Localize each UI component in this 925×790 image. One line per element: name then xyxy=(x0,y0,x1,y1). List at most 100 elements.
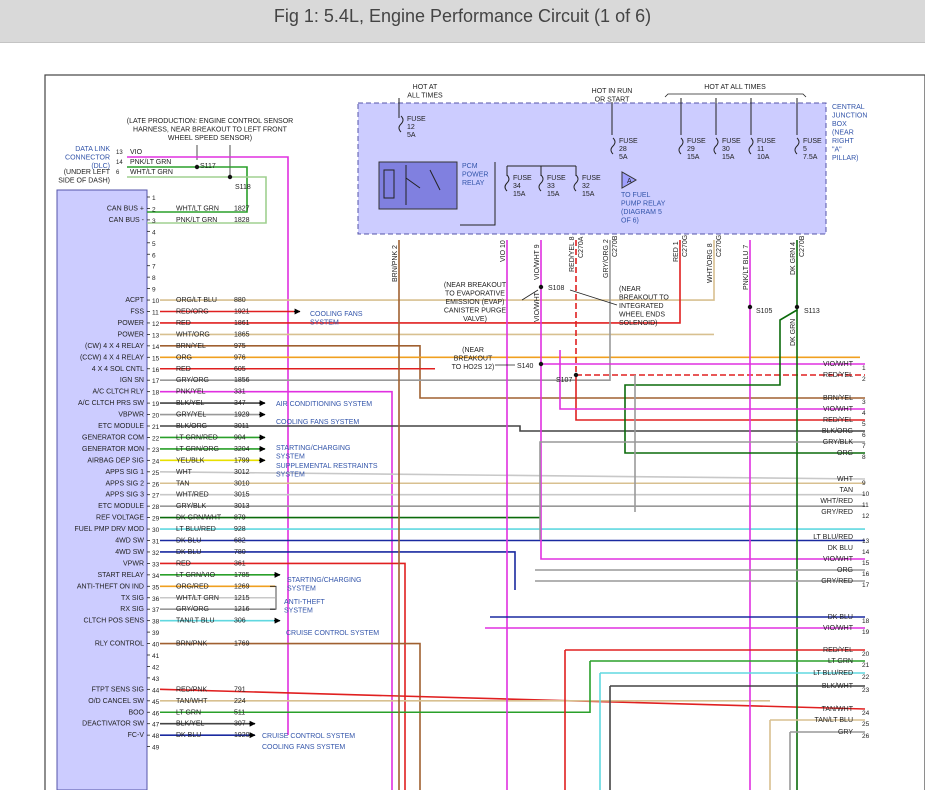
dlc-pin-number: 14 xyxy=(116,160,123,166)
splice-s117 xyxy=(194,164,200,170)
right-pin-number: 11 xyxy=(862,502,869,509)
pcm-pin-wire: LT GRN/RED xyxy=(176,434,218,441)
pcm-pin-number: 2 xyxy=(152,206,156,213)
fuse-label: FUSE xyxy=(757,138,776,145)
pcm-module-body xyxy=(56,189,148,790)
pcm-pin-circuit: 307 xyxy=(234,721,246,728)
pcm-wire-44 xyxy=(159,688,866,710)
pcm-pin-circuit: 976 xyxy=(234,354,246,361)
wire-vio-dlc xyxy=(127,156,289,735)
fuse-label: 5 xyxy=(803,146,807,153)
pcm-pin-circuit: 1269 xyxy=(234,583,250,590)
pcm-pin-circuit: 1929 xyxy=(234,412,250,419)
late-production-note: HARNESS, NEAR BREAKOUT TO LEFT FRONT xyxy=(133,127,288,134)
hot-at-all-times-label: HOT AT xyxy=(413,84,438,91)
pcm-pin-wire: BLK/ORG xyxy=(176,423,207,430)
pcm-relay-label: POWER xyxy=(462,172,488,179)
fuse-label: 32 xyxy=(582,183,590,190)
pcm-pin-wire: WHT xyxy=(176,469,193,476)
right-pin-number: 10 xyxy=(862,491,870,498)
right-pin-number: 13 xyxy=(862,538,870,545)
pcm-pin-wire: PNK/LT GRN xyxy=(176,217,217,224)
pcm-pin-circuit: 306 xyxy=(234,618,246,625)
vertical-wire-label: RED/YEL 8 xyxy=(569,236,576,272)
pcm-pin-circuit: 928 xyxy=(234,526,246,533)
system-ref-label: SUPPLEMENTAL RESTRAINTS xyxy=(276,463,378,470)
pcm-pin-label: POWER xyxy=(118,320,144,327)
pcm-power-relay xyxy=(378,161,458,210)
splice-label: S140 xyxy=(517,363,533,370)
pcm-pin-number: 29 xyxy=(152,516,160,523)
bus-wire xyxy=(506,166,577,176)
pcm-pin-number: 27 xyxy=(152,493,160,500)
system-ref-label: CRUISE CONTROL SYSTEM xyxy=(262,733,355,740)
fuse-label: FUSE xyxy=(803,138,822,145)
pcm-pin-label: ANTI-THEFT ON IND xyxy=(77,583,144,590)
fuse-label: 11 xyxy=(757,146,764,153)
fuse-label: FUSE xyxy=(687,138,706,145)
pcm-pin-wire: WHT/LT GRN xyxy=(176,595,219,602)
right-wire-label: LT BLU/RED xyxy=(813,670,853,677)
right-pin-number: 26 xyxy=(862,733,870,740)
pcm-pin-wire: WHT/ORG xyxy=(176,331,210,338)
right-pin-number: 20 xyxy=(862,651,870,658)
vertical-wire-label: C270G xyxy=(716,235,723,257)
dlc-location: SIDE OF DASH) xyxy=(58,178,110,185)
fuse-label: FUSE xyxy=(582,175,601,182)
pcm-pin-label: START RELAY xyxy=(97,572,144,579)
pcm-pin-label: FTPT SENS SIG xyxy=(92,686,144,693)
pcm-pin-number: 26 xyxy=(152,481,160,488)
pcm-pin-number: 3 xyxy=(152,218,156,225)
bracket xyxy=(270,585,277,610)
pcm-pin-circuit: 904 xyxy=(234,434,246,441)
system-ref-label: SYSTEM xyxy=(310,320,339,327)
note-leader xyxy=(521,289,539,301)
pcm-pin-circuit: 1215 xyxy=(234,595,250,602)
pcm-pin-label: 4 X 4 SOL CNTL xyxy=(92,366,144,373)
dlc-pin-wire: PNK/LT GRN xyxy=(130,159,171,166)
pcm-pin-number: 35 xyxy=(152,584,160,591)
pcm-pin-number: 30 xyxy=(152,527,160,534)
right-pin-number: 9 xyxy=(862,480,866,487)
vertical-wire-label: WHT/ORG 8 xyxy=(707,243,714,283)
pcm-pin-circuit: 1921 xyxy=(234,309,250,316)
abs-note: (NEAR xyxy=(619,286,641,293)
pcm-pin-number: 15 xyxy=(152,355,160,362)
hot-at-all-times-label-2: HOT AT ALL TIMES xyxy=(704,84,766,91)
pcm-pin-wire: ORG/RED xyxy=(176,583,209,590)
vertical-wire-label: C270A xyxy=(578,236,585,258)
pcm-pin-wire: ORG xyxy=(176,354,192,361)
pcm-pin-label: VBPWR xyxy=(118,412,144,419)
pcm-pin-circuit: 975 xyxy=(234,343,246,350)
pcm-wire-18 xyxy=(160,390,393,790)
pcm-pin-label: (CCW) 4 X 4 RELAY xyxy=(80,354,144,361)
right-pin-number: 18 xyxy=(862,618,870,625)
fuse-symbol xyxy=(538,174,544,192)
wire-vio-wht xyxy=(540,240,865,365)
pcm-pin-circuit: 682 xyxy=(234,538,246,545)
fuse-symbol xyxy=(573,174,579,192)
relay-contact xyxy=(429,169,441,191)
fuse-symbol xyxy=(713,137,719,155)
right-pin-number: 25 xyxy=(862,721,870,728)
vertical-wire-label: BRN/PNK 2 xyxy=(392,245,399,282)
fuse-label: 5A xyxy=(407,132,416,139)
right-wire-label: GRY/RED xyxy=(821,578,853,585)
pcm-pin-circuit: 3204 xyxy=(234,446,250,453)
system-ref-label: CRUISE CONTROL SYSTEM xyxy=(286,630,379,637)
right-pin-number: 17 xyxy=(862,582,870,589)
pcm-pin-wire: BRN/PNK xyxy=(176,641,207,648)
pcm-wire-32 xyxy=(160,551,516,590)
pcm-pin-label: FSS xyxy=(130,309,144,316)
system-ref-label: SYSTEM xyxy=(276,454,305,461)
dlc-label: DATA LINK xyxy=(75,146,110,153)
cjb-label: PILLAR) xyxy=(832,155,858,162)
vertical-wire-label: GRY/ORG 2 xyxy=(603,239,610,278)
pcm-pin-wire: RED/PNK xyxy=(176,686,207,693)
fuse-label: 28 xyxy=(619,146,627,153)
figure-title: Fig 1: 5.4L, Engine Performance Circuit … xyxy=(273,6,652,26)
splice-label: S107 xyxy=(556,377,572,384)
pcm-pin-number: 19 xyxy=(152,401,160,408)
right-pin-number: 6 xyxy=(862,432,866,439)
fuse-label: 29 xyxy=(687,146,695,153)
